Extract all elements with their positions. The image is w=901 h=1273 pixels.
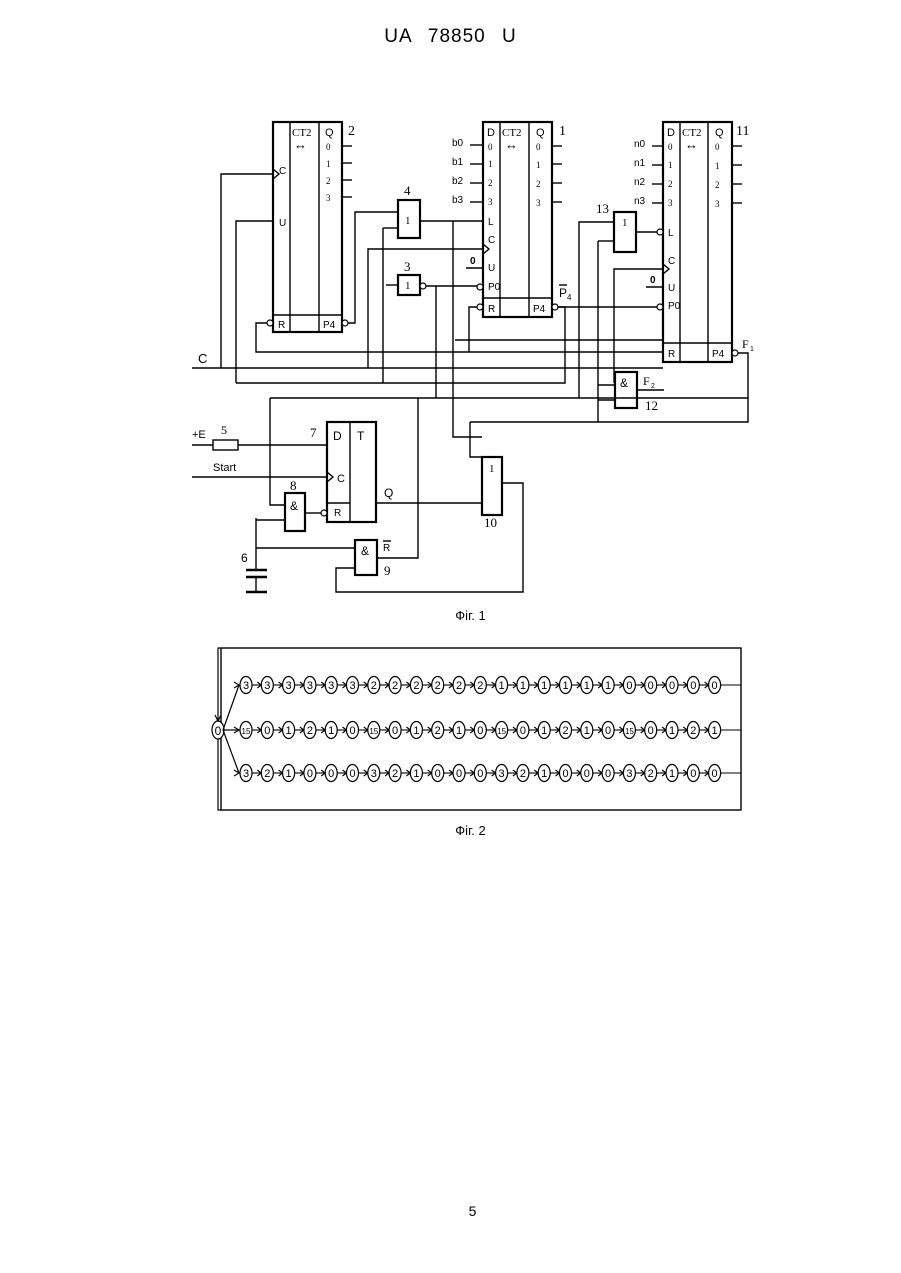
fig2-state-value: 15: [242, 727, 251, 736]
fig2-state-value: 2: [392, 768, 398, 780]
fig2-state-value: 0: [477, 725, 483, 737]
fig2-branch-line: [223, 685, 239, 730]
fig2-state-value: 2: [690, 725, 696, 737]
fig2-state-value: 0: [456, 768, 462, 780]
fig2-state-value: 0: [264, 725, 270, 737]
fig2-caption: Фіг. 2: [0, 823, 901, 838]
fig2-state-value: 0: [712, 680, 718, 692]
fig2-state-value: 0: [669, 680, 675, 692]
fig2-state-value: 1: [286, 725, 292, 737]
fig2-state-value: 2: [307, 725, 313, 737]
fig2-state-value: 0: [605, 768, 611, 780]
fig2-state-value: 0: [392, 725, 398, 737]
fig2-state-value: 2: [562, 725, 568, 737]
fig2-state-value: 0: [584, 768, 590, 780]
fig2-state-value: 15: [497, 727, 506, 736]
fig2-state-value: 2: [648, 768, 654, 780]
fig2-state-value: 3: [626, 768, 632, 780]
fig2-state-value: 1: [499, 680, 505, 692]
fig2-state-value: 2: [477, 680, 483, 692]
fig2-state-value: 2: [413, 680, 419, 692]
fig2-state-value: 1: [605, 680, 611, 692]
fig2-state-value: 2: [520, 768, 526, 780]
fig2-state-value: 15: [369, 727, 378, 736]
fig2-state-value: 3: [349, 680, 355, 692]
fig2-state-value: 3: [371, 768, 377, 780]
fig2-state-value: 0: [349, 725, 355, 737]
fig2-state-value: 1: [541, 725, 547, 737]
fig2-state-value: 0: [648, 725, 654, 737]
fig2-state-value: 3: [243, 768, 249, 780]
fig2-state-value: 0: [648, 680, 654, 692]
fig2-state-value: 1: [712, 725, 718, 737]
fig2-state-value: 0: [435, 768, 441, 780]
fig2-state-value: 2: [392, 680, 398, 692]
fig2-state-value: 0: [626, 680, 632, 692]
page-number: 5: [0, 1203, 901, 1219]
fig2-state-value: 1: [584, 680, 590, 692]
fig2-state-value: 1: [328, 725, 334, 737]
fig2-state-value: 0: [328, 768, 334, 780]
fig2-state-value: 1: [286, 768, 292, 780]
fig2-state-value: 1: [562, 680, 568, 692]
fig2-state-value: 1: [413, 768, 419, 780]
fig2-state-value: 0: [349, 768, 355, 780]
fig2-state-value: 2: [371, 680, 377, 692]
fig2-state-value: 0: [690, 680, 696, 692]
fig2-state-value: 0: [520, 725, 526, 737]
fig2-state-value: 3: [328, 680, 334, 692]
fig2-state-value: 0: [690, 768, 696, 780]
fig2-state-value: 3: [307, 680, 313, 692]
fig2-start-text: 0: [215, 724, 222, 738]
fig2-branch-line: [223, 730, 239, 773]
fig2-state-value: 1: [413, 725, 419, 737]
fig2-state-value: 1: [669, 725, 675, 737]
fig2-state-value: 1: [541, 680, 547, 692]
fig2-state-value: 0: [605, 725, 611, 737]
fig2-state-value: 1: [669, 768, 675, 780]
fig2-state-value: 1: [520, 680, 526, 692]
fig2-state-value: 1: [456, 725, 462, 737]
fig2-state-value: 0: [712, 768, 718, 780]
fig2-state-value: 2: [264, 768, 270, 780]
fig2-state-value: 1: [584, 725, 590, 737]
fig2-state-value: 2: [435, 680, 441, 692]
fig2-state-value: 0: [562, 768, 568, 780]
fig2-state-value: 3: [499, 768, 505, 780]
fig2-state-value: 0: [307, 768, 313, 780]
fig2-state-value: 2: [435, 725, 441, 737]
fig2-state-value: 3: [264, 680, 270, 692]
fig2-state-value: 0: [477, 768, 483, 780]
fig2-state-value: 3: [243, 680, 249, 692]
fig2-state-value: 15: [625, 727, 634, 736]
fig2-state-value: 2: [456, 680, 462, 692]
fig2-state-value: 3: [286, 680, 292, 692]
fig2-state-value: 1: [541, 768, 547, 780]
